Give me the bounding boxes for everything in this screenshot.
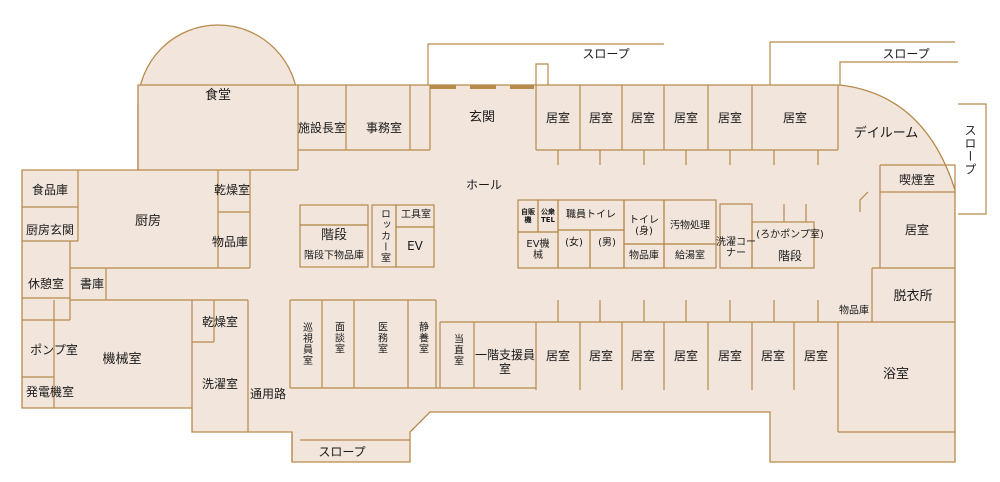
room-rest: 静養室 [416,321,428,355]
room-storage-2: 物品庫 [629,250,659,262]
toilet-accessible: トイレ(身) [629,215,659,237]
slope-top-right: スロープ [882,47,930,61]
room-director: 施設長室 [297,121,347,135]
room-kitchenette: 給湯室 [675,250,705,262]
room-drying-2: 乾燥室 [201,315,239,329]
public-phone: 公衆TEL [540,208,556,224]
service-passage: 通用路 [249,387,287,401]
room-under-stairs-storage: 階段下物品庫 [304,250,364,262]
room-changing: 脱衣所 [893,289,933,304]
room-staff-toilet: 職員トイレ [566,209,616,221]
room-tools: 工具室 [401,209,431,221]
room-drying-1: 乾燥室 [213,183,251,197]
bedroom-top-2: 居室 [588,111,614,125]
bedroom-bottom-3: 居室 [630,349,656,363]
bedroom-top-3: 居室 [630,111,656,125]
building-outline [21,84,956,463]
bedroom-bottom-2: 居室 [588,349,614,363]
room-ev-machine: EV機械 [526,239,550,261]
room-kitchen-entrance: 厨房玄関 [25,223,75,237]
room-generator: 発電機室 [25,385,75,399]
room-laundry: 洗濯室 [201,377,239,391]
bedroom-bottom-5: 居室 [717,349,743,363]
room-dining: 食堂 [204,88,232,103]
room-patrol-staff: 巡視員室 [300,322,312,366]
slope-bottom: スロープ [318,445,366,459]
room-pump: ポンプ室 [30,343,78,357]
laundry-corner: 洗濯コーナー [716,237,756,259]
room-locker: ロッカー室 [378,208,390,264]
bedroom-bottom-4: 居室 [673,349,699,363]
room-day-room: デイルーム [853,126,919,141]
bedroom-right: 居室 [904,223,930,237]
room-smoking: 喫煙室 [898,173,936,187]
slope-top-center: スロープ [582,47,630,61]
room-archive: 書庫 [79,277,105,291]
bedroom-bottom-1: 居室 [545,349,571,363]
bedroom-bottom-7: 居室 [803,349,829,363]
room-entrance: 玄関 [468,110,496,125]
room-support-staff: 一階支援員室 [475,348,536,376]
room-bath: 浴室 [882,367,910,382]
slope-right: スロープ [963,124,977,176]
room-filter-pump: (ろかポンプ室) [756,229,824,241]
bedroom-top-4: 居室 [673,111,699,125]
room-hall: ホール [465,178,503,192]
room-storage-3: 物品庫 [839,305,869,317]
bedroom-top-6: 居室 [782,111,808,125]
bedroom-top-5: 居室 [717,111,743,125]
toilet-women: (女) [565,237,583,249]
room-food-storage: 食品庫 [31,183,69,197]
stairs-1: 階段 [320,228,348,243]
room-interview: 面談室 [332,321,344,355]
toilet-men: (男) [598,237,616,249]
room-machine: 機械室 [102,352,142,367]
stairs-2: 階段 [777,249,803,263]
room-storage-1: 物品庫 [211,235,249,249]
room-medical: 医務室 [375,321,387,355]
room-kitchen: 厨房 [134,214,162,229]
vending-machine: 自販機 [521,208,535,224]
bedroom-bottom-6: 居室 [760,349,786,363]
room-break: 休憩室 [27,277,65,291]
bedroom-top-1: 居室 [545,111,571,125]
room-night-duty: 当直室 [451,333,463,367]
elevator: EV [407,239,423,253]
room-office: 事務室 [365,121,403,135]
room-soiled-utility: 汚物処理 [670,220,710,232]
